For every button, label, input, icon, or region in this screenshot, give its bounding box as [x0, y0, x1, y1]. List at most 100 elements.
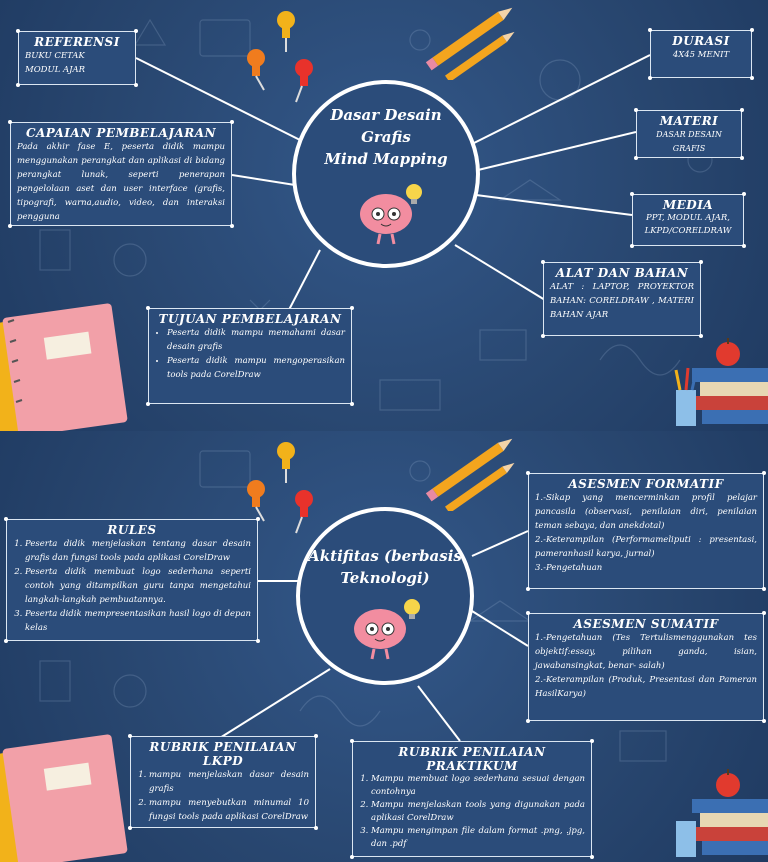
sumatif-title: ASESMEN SUMATIF [573, 617, 719, 631]
selection-handle [630, 192, 634, 196]
selection-handle [314, 826, 318, 830]
selection-handle [146, 402, 150, 406]
selection-handle [648, 28, 652, 32]
media-line: LKPD/CORELDRAW [644, 226, 732, 236]
selection-handle [634, 156, 638, 160]
selection-handle [648, 76, 652, 80]
selection-handle [128, 734, 132, 738]
selection-handle [526, 587, 530, 591]
tujuan-item: Peserta didik mampu memahami dasar desai… [167, 326, 345, 354]
alat-bahan-box: ALAT DAN BAHAN ALAT : LAPTOP, PROYEKTOR … [541, 260, 703, 338]
praktikum-item: Mampu menjelaskan tools yang digunakan p… [371, 799, 585, 825]
pencil-icon [425, 438, 515, 511]
rules-title: RULES [107, 523, 157, 537]
alat-bahan-title: ALAT DAN BAHAN [555, 266, 689, 280]
praktikum-title: RUBRIK PENILAIAN PRAKTIKUM [398, 745, 546, 773]
selection-handle [634, 108, 638, 112]
selection-handle [699, 260, 703, 264]
pushpin-icon [247, 442, 313, 534]
mind-map-panel-1: Dasar Desain Grafis Mind Mapping REFEREN… [0, 0, 768, 431]
praktikum-item: Mampu mengimpan file dalam format .png, … [371, 825, 585, 851]
selection-handle [134, 83, 138, 87]
formatif-item: 2.-Keterampilan (Performameliputi : pres… [535, 535, 757, 559]
selection-handle [350, 306, 354, 310]
durasi-box: DURASI 4X45 MENIT [648, 28, 754, 80]
referensi-title: REFERENSI [34, 35, 120, 49]
selection-handle [742, 192, 746, 196]
selection-handle [128, 826, 132, 830]
referensi-box: REFERENSI BUKU CETAK MODUL AJAR [16, 29, 138, 87]
selection-handle [541, 334, 545, 338]
selection-handle [742, 244, 746, 248]
asesmen-formatif-box: ASESMEN FORMATIF 1.-Sikap yang mencermin… [526, 471, 766, 591]
selection-handle [350, 739, 354, 743]
selection-handle [146, 306, 150, 310]
selection-handle [4, 517, 8, 521]
mind-map-panel-2: Aktifitas (berbasis Teknologi) RULES Pes… [0, 431, 768, 862]
central-topic-line-1: Aktifitas (berbasis [308, 547, 462, 565]
media-box: MEDIA PPT, MODUL AJAR, LKPD/CORELDRAW [630, 192, 746, 248]
selection-handle [526, 611, 530, 615]
notebook-icon [0, 734, 128, 862]
selection-handle [762, 611, 766, 615]
lkpd-item: mampu menyebutkan minumal 10 fungsi tool… [149, 796, 309, 824]
books-apple-icon [676, 769, 768, 857]
selection-handle [762, 719, 766, 723]
materi-title: MATERI [659, 114, 719, 128]
selection-handle [8, 120, 12, 124]
durasi-title: DURASI [672, 34, 730, 48]
selection-handle [762, 471, 766, 475]
rules-item: Peserta didik mempresentasikan hasil log… [25, 607, 251, 635]
formatif-title: ASESMEN FORMATIF [568, 477, 724, 491]
selection-handle [314, 734, 318, 738]
rubrik-praktikum-box: RUBRIK PENILAIAN PRAKTIKUM Mampu membuat… [350, 739, 594, 859]
selection-handle [16, 29, 20, 33]
capaian-text: Pada akhir fase E, peserta didik mampu m… [17, 142, 225, 222]
praktikum-item: Mampu membuat logo sederhana sesuai deng… [371, 773, 585, 799]
selection-handle [256, 517, 260, 521]
selection-handle [134, 29, 138, 33]
notebook-icon [0, 303, 128, 431]
selection-handle [590, 855, 594, 859]
media-title: MEDIA [662, 198, 714, 212]
formatif-item: 3.-Pengetahuan [535, 563, 603, 573]
selection-handle [750, 76, 754, 80]
referensi-item: MODUL AJAR [25, 65, 86, 75]
sumatif-item: 2.-Keterampilan (Produk, Presentasi dan … [535, 675, 757, 699]
central-topic-line-2: Grafis [361, 128, 411, 146]
asesmen-sumatif-box: ASESMEN SUMATIF 1.-Pengetahuan (Tes Tert… [526, 611, 766, 723]
durasi-text: 4X45 MENIT [672, 50, 730, 60]
pencil-icon [425, 7, 515, 80]
lkpd-title: RUBRIK PENILAIAN LKPD [149, 740, 297, 768]
materi-text: DASAR DESAIN GRAFIS [656, 130, 722, 153]
central-topic-line-2: Teknologi) [340, 569, 430, 587]
rules-item: Peserta didik membuat logo sederhana sep… [25, 565, 251, 607]
selection-handle [762, 587, 766, 591]
selection-handle [8, 224, 12, 228]
pushpin-icon [247, 11, 313, 103]
selection-handle [350, 855, 354, 859]
capaian-pembelajaran-box: CAPAIAN PEMBELAJARAN Pada akhir fase E, … [8, 120, 234, 228]
selection-handle [541, 260, 545, 264]
central-topic-circle: Aktifitas (berbasis Teknologi) [296, 507, 474, 685]
selection-handle [699, 334, 703, 338]
selection-handle [630, 244, 634, 248]
central-topic-line-1: Dasar Desain [330, 106, 442, 124]
referensi-item: BUKU CETAK [25, 51, 85, 61]
tujuan-title: TUJUAN PEMBELAJARAN [158, 312, 342, 326]
selection-handle [526, 471, 530, 475]
brain-mascot-icon [360, 184, 422, 245]
sumatif-item: 1.-Pengetahuan (Tes Tertulismenggunakan … [535, 633, 757, 671]
selection-handle [16, 83, 20, 87]
selection-handle [256, 639, 260, 643]
rubrik-lkpd-box: RUBRIK PENILAIAN LKPD mampu menjelaskan … [128, 734, 318, 830]
selection-handle [590, 739, 594, 743]
selection-handle [526, 719, 530, 723]
selection-handle [230, 224, 234, 228]
brain-mascot-icon [354, 599, 420, 660]
central-topic-line-3: Mind Mapping [324, 150, 448, 168]
books-apple-icon [674, 338, 768, 426]
selection-handle [740, 156, 744, 160]
selection-handle [740, 108, 744, 112]
